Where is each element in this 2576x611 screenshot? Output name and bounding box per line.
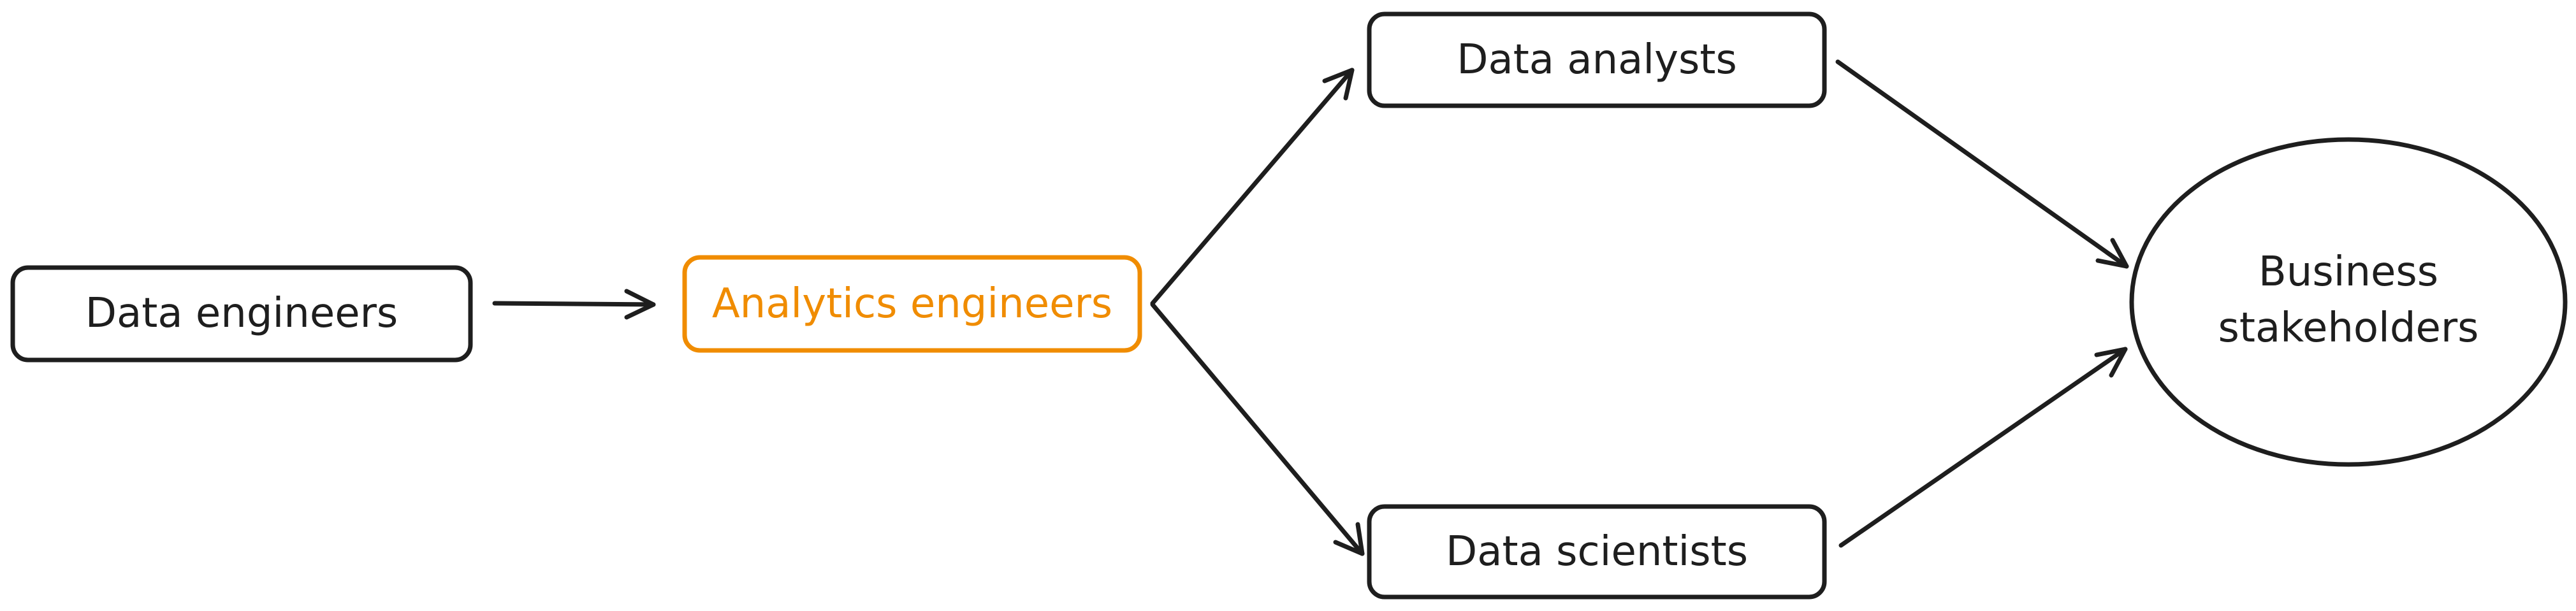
node-data-analysts-label: Data analysts [1457,36,1737,83]
edge-analytics-engineers-to-data-scientists [1150,302,1365,556]
edge-data-analysts-to-business-stakeholders [1835,59,2129,269]
node-analytics-engineers[interactable]: Analytics engineers [682,255,1142,353]
edge-data-scientists-to-business-stakeholders [1838,347,2128,548]
edges [492,59,2129,556]
edge-data-engineers-to-analytics-engineers [492,289,656,320]
node-data-engineers-label: Data engineers [85,290,398,337]
node-business-stakeholders-ellipse [2129,137,2568,467]
edge-analytics-engineers-to-data-analysts [1150,68,1355,306]
node-analytics-engineers-box [682,255,1142,353]
node-data-engineers[interactable]: Data engineers [10,265,473,363]
node-data-scientists-label: Data scientists [1446,528,1748,575]
node-analytics-engineers-label: Analytics engineers [712,280,1112,327]
node-business-stakeholders-label-line1: Business [2259,248,2438,296]
node-data-engineers-box [10,265,473,363]
node-data-analysts[interactable]: Data analysts [1367,11,1827,108]
node-data-scientists[interactable]: Data scientists [1367,504,1827,600]
node-data-scientists-box [1367,504,1827,600]
node-business-stakeholders-label-line2: stakeholders [2218,305,2479,352]
node-data-analysts-box [1367,11,1827,108]
node-business-stakeholders[interactable]: Business stakeholders [2129,137,2568,467]
